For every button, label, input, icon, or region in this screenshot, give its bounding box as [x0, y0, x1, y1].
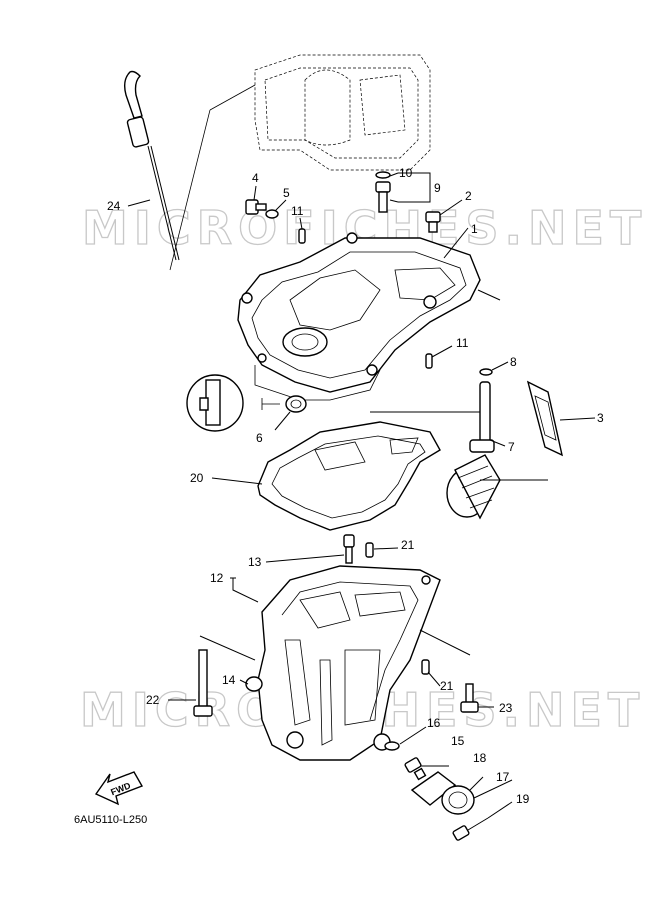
screw-19-part — [452, 817, 489, 841]
plug-part — [425, 211, 441, 233]
oil-seal-detail — [186, 374, 307, 432]
callout-15: 15 — [451, 734, 465, 748]
fwd-arrow-icon: FWD — [94, 771, 144, 806]
gasket-part — [257, 421, 441, 531]
dowel-pin-21b-part — [421, 659, 430, 675]
callout-24: 24 — [107, 199, 121, 213]
callout-6: 6 — [256, 431, 263, 445]
callout-16: 16 — [427, 716, 441, 730]
engine-block-outline — [169, 54, 431, 271]
callout-7: 7 — [508, 440, 515, 454]
o-ring-8-part — [479, 368, 493, 376]
callout-22: 22 — [146, 693, 160, 707]
oil-strainer-part — [446, 381, 501, 520]
callout-10: 10 — [399, 166, 413, 180]
bolt-15-part — [404, 757, 427, 781]
cover-17-part — [441, 785, 475, 815]
callout-21-lower: 21 — [440, 679, 454, 693]
washer-5-part — [265, 209, 279, 219]
callout-11-upper: 11 — [291, 204, 304, 218]
dowel-pin-21a-part — [365, 542, 374, 558]
callout-20: 20 — [190, 471, 204, 485]
callout-17: 17 — [496, 770, 510, 784]
callout-1: 1 — [471, 222, 478, 236]
callout-3: 3 — [597, 411, 604, 425]
callout-5: 5 — [283, 186, 290, 200]
callout-11-lower: 11 — [456, 336, 469, 350]
dowel-pin-11b-part — [425, 353, 433, 369]
dipstick-part — [123, 70, 180, 261]
lower-oil-pan-part — [257, 565, 441, 761]
callout-19: 19 — [516, 792, 530, 806]
callout-18: 18 — [473, 751, 487, 765]
bolt-4-part — [245, 199, 267, 215]
collar-14-part — [245, 676, 263, 692]
leader-lines — [127, 172, 596, 819]
callout-21-upper: 21 — [401, 538, 415, 552]
callout-12: 12 — [210, 571, 224, 585]
baffle-plate-part — [526, 380, 563, 457]
callout-8: 8 — [510, 355, 517, 369]
cover-gasket-18-part — [410, 771, 457, 806]
callout-23: 23 — [499, 701, 513, 715]
callout-2: 2 — [465, 189, 472, 203]
breather-fitting-part — [343, 534, 355, 564]
bolt-22-part — [193, 649, 213, 717]
callout-9: 9 — [434, 181, 441, 195]
union-fitting-part — [375, 171, 391, 213]
washer-16-part — [384, 741, 400, 751]
callout-14: 14 — [222, 673, 236, 687]
dowel-pin-11a-part — [298, 228, 306, 244]
diagram-code: 6AU5110-L250 — [74, 814, 147, 826]
callout-labels: 1 2 3 4 5 6 7 8 9 10 11 11 12 13 14 15 1… — [107, 166, 604, 806]
callout-13: 13 — [248, 555, 262, 569]
upper-oil-pan-part — [237, 232, 481, 401]
callout-4: 4 — [252, 171, 259, 185]
